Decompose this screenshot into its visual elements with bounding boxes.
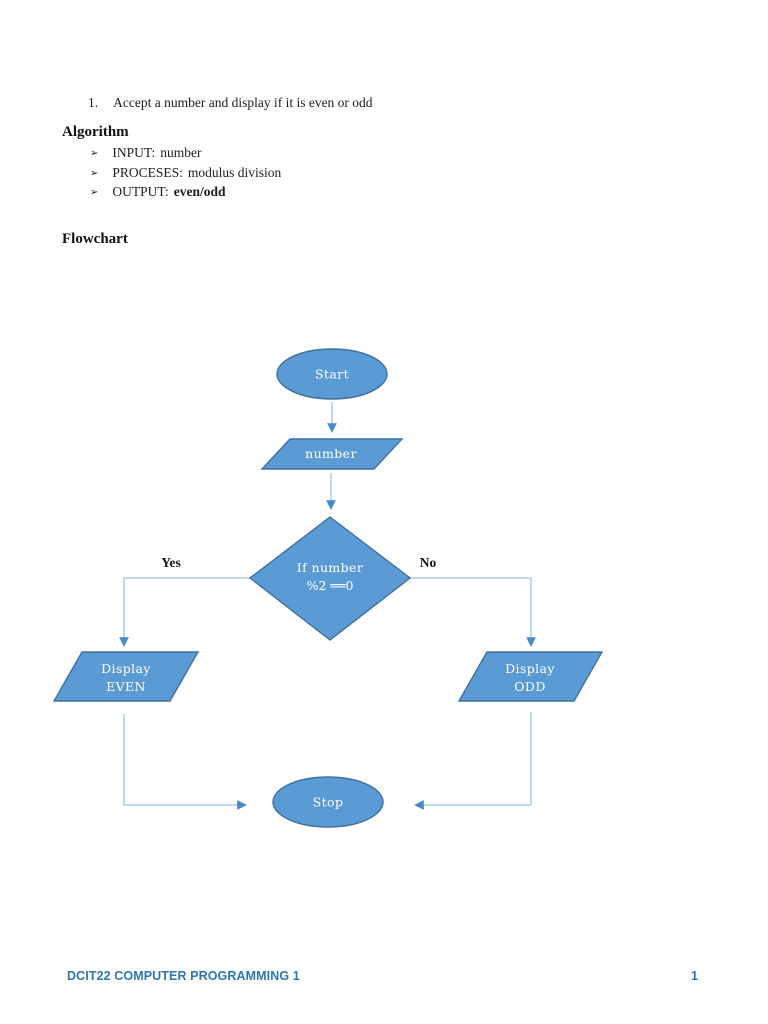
- footer-page-number: 1: [690, 969, 698, 983]
- task-number: 1.: [88, 95, 99, 110]
- decision-label-line2: %2 ══0: [307, 578, 354, 593]
- bullet-value: modulus division: [187, 164, 282, 180]
- display-even-label-line2: EVEN: [106, 679, 146, 694]
- flowchart-heading: Flowchart: [62, 231, 128, 247]
- task-text: Accept a number and display if it is eve…: [113, 95, 373, 110]
- task-item: 1. Accept a number and display if it is …: [88, 95, 373, 111]
- algorithm-item-processes: ➢ PROCESES: modulus division: [90, 164, 281, 184]
- decision-diamond-shape: [248, 516, 412, 641]
- algorithm-item-output: ➢ OUTPUT: even/odd: [90, 183, 281, 203]
- display-even-parallelogram-shape: [52, 651, 200, 702]
- input-label: number: [305, 446, 357, 461]
- arrow-bullet-icon: ➢: [90, 187, 99, 199]
- connector-even-to-stop: [123, 714, 247, 810]
- no-branch-label: No: [420, 555, 437, 570]
- connector-no-branch: [410, 577, 536, 647]
- yes-branch-label: Yes: [161, 555, 181, 570]
- display-even-label-line1: Display: [101, 661, 151, 676]
- arrow-bullet-icon: ➢: [90, 167, 99, 179]
- page-footer: DCIT22 COMPUTER PROGRAMMING 1 1: [67, 969, 698, 983]
- display-odd-label-line2: ODD: [514, 679, 546, 694]
- bullet-label: INPUT:: [112, 145, 156, 160]
- algorithm-list: ➢ INPUT: number ➢ PROCESES: modulus divi…: [90, 144, 281, 203]
- algorithm-heading: Algorithm: [62, 124, 129, 140]
- algorithm-item-input: ➢ INPUT: number: [90, 144, 281, 164]
- bullet-value: even/odd: [173, 184, 226, 200]
- bullet-value: number: [160, 145, 202, 160]
- start-terminator-shape: [276, 348, 388, 400]
- display-odd-label-line1: Display: [505, 661, 555, 676]
- display-odd-parallelogram-shape: [457, 651, 604, 702]
- arrow-bullet-icon: ➢: [90, 148, 99, 159]
- input-parallelogram-shape: [260, 438, 404, 470]
- connector-yes-branch: [119, 577, 251, 647]
- stop-terminator-shape: [272, 776, 384, 828]
- stop-label: Stop: [313, 795, 344, 810]
- footer-course-title: DCIT22 COMPUTER PROGRAMMING 1: [67, 969, 300, 983]
- decision-label-line1: If number: [297, 560, 363, 575]
- bullet-label: OUTPUT:: [112, 184, 169, 200]
- bullet-label: PROCESES:: [112, 164, 183, 180]
- connector-odd-to-stop: [414, 712, 532, 810]
- start-label: Start: [315, 367, 349, 382]
